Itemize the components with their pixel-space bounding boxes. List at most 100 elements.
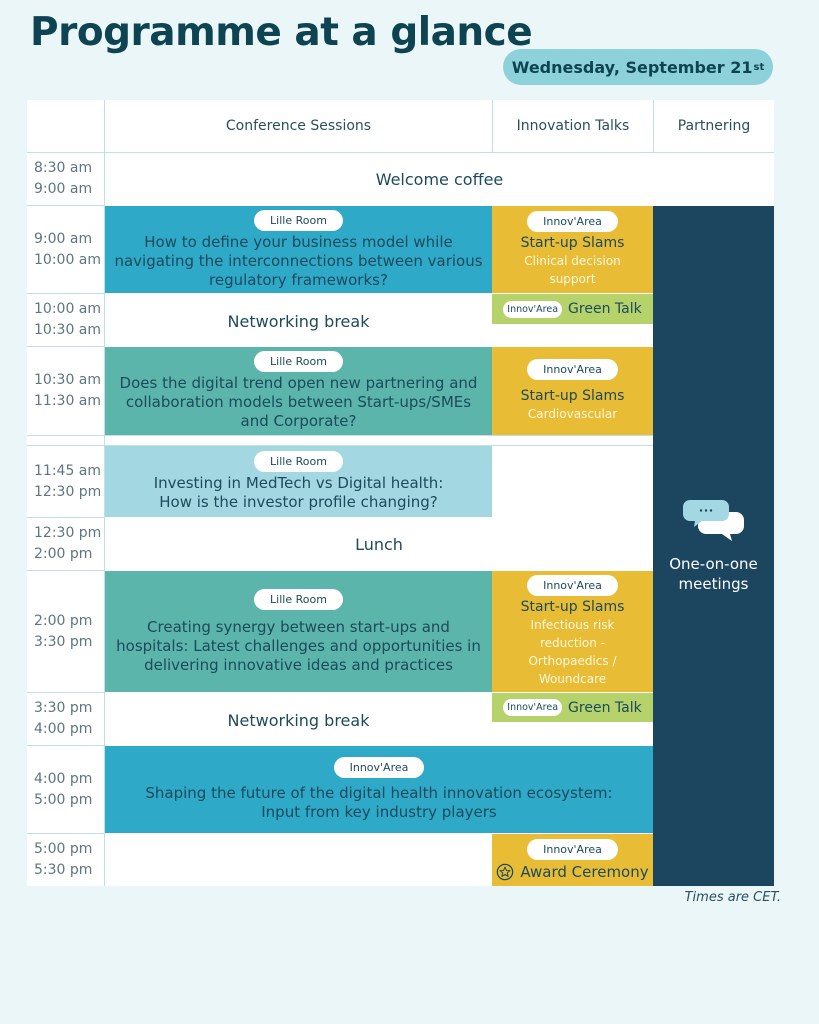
talk-subtitle: Clinical decision support xyxy=(524,252,621,288)
chat-bubbles-icon xyxy=(682,498,746,542)
session-title: Shaping the future of the digital health… xyxy=(137,784,620,822)
divider xyxy=(27,517,105,518)
session-title-line: How to define your business model while xyxy=(144,232,453,251)
time-end: 10:30 am xyxy=(34,322,102,338)
time-slot: 10:30 am 11:30 am xyxy=(27,347,104,435)
area-label: Innov'Area xyxy=(503,300,563,318)
time-start: 9:00 am xyxy=(34,230,93,247)
room-label: Lille Room xyxy=(254,209,343,231)
talk-card[interactable]: Innov'Area Start-up Slams Clinical decis… xyxy=(492,206,653,293)
session-title-line: Shaping the future of the digital health… xyxy=(145,784,613,802)
session-title-line: delivering innovative ideas and practice… xyxy=(144,655,453,674)
session-card[interactable]: Lille Room Investing in MedTech vs Digit… xyxy=(105,446,492,517)
column-header-conference: Conference Sessions xyxy=(225,118,372,134)
session-card[interactable]: Lille Room Creating synergy between star… xyxy=(105,571,492,692)
partnering-card[interactable]: One-on-one meetings xyxy=(653,206,774,886)
networking-break: Networking break xyxy=(227,311,370,331)
talk-title: Start-up Slams xyxy=(520,599,625,615)
session-title: Does the digital trend open new partneri… xyxy=(112,374,486,431)
session-title-line: hospitals: Latest challenges and opportu… xyxy=(116,636,481,655)
partnering-label-line: meetings xyxy=(678,575,749,593)
award-ceremony-card[interactable]: Innov'Area Award Ceremony xyxy=(492,834,653,886)
time-end: 11:30 am xyxy=(34,393,102,409)
talk-subtitle-line: Clinical decision xyxy=(524,254,621,268)
time-end: 2:00 pm xyxy=(34,546,93,562)
time-slot: 8:30 am 9:00 am xyxy=(27,153,104,205)
time-start: 5:00 pm xyxy=(34,841,93,857)
partnering-label-line: One-on-one xyxy=(669,555,758,573)
green-talk-label: Green Talk xyxy=(568,301,642,317)
divider xyxy=(27,293,105,294)
divider xyxy=(492,100,493,153)
session-title-line: collaboration models between Start-ups/S… xyxy=(125,393,472,411)
time-end: 9:00 am xyxy=(34,181,93,197)
time-start: 10:30 am xyxy=(34,372,102,388)
page-title: Programme at a glance xyxy=(30,10,533,55)
time-end: 12:30 pm xyxy=(34,483,102,500)
talk-title: Start-up Slams xyxy=(520,235,625,251)
divider xyxy=(104,100,105,886)
room-label: Lille Room xyxy=(254,351,343,372)
talk-subtitle: Cardiovascular xyxy=(528,405,617,423)
date-text: Wednesday, September 21 xyxy=(511,57,753,77)
talk-card[interactable]: Innov'Area Start-up Slams Infectious ris… xyxy=(492,571,653,692)
area-label: Innov'Area xyxy=(527,359,618,380)
area-label: Innov'Area xyxy=(527,839,618,860)
divider xyxy=(27,346,105,347)
partnering-label: One-on-one meetings xyxy=(669,554,758,594)
lunch: Lunch xyxy=(355,534,403,554)
session-title-line: regulatory frameworks? xyxy=(209,270,388,289)
time-end: 5:30 pm xyxy=(34,862,93,878)
divider xyxy=(27,152,774,153)
area-label: Innov'Area xyxy=(333,757,425,778)
talk-subtitle-line: Infectious risk xyxy=(530,618,615,632)
talk-card[interactable]: Innov'Area Start-up Slams Cardiovascular xyxy=(492,347,653,435)
time-start: 11:45 am xyxy=(34,462,102,479)
award-row: Award Ceremony xyxy=(496,863,649,881)
session-card[interactable]: Innov'Area Shaping the future of the dig… xyxy=(105,746,653,833)
session-title: Investing in MedTech vs Digital health: … xyxy=(146,474,452,512)
time-start: 3:30 pm xyxy=(34,700,93,716)
divider xyxy=(27,745,105,746)
time-start: 8:30 am xyxy=(34,160,93,176)
room-label: Lille Room xyxy=(254,588,343,610)
talk-subtitle: Infectious risk reduction - Orthopaedics… xyxy=(528,616,616,688)
talk-title: Start-up Slams xyxy=(520,388,625,404)
session-title-line: navigating the interconnections between … xyxy=(114,251,483,270)
green-talk-label: Green Talk xyxy=(568,699,642,716)
area-label: Innov'Area xyxy=(503,699,563,716)
time-end: 10:00 am xyxy=(34,251,102,268)
welcome-coffee: Welcome coffee xyxy=(375,169,504,189)
session-card[interactable]: Lille Room How to define your business m… xyxy=(105,206,492,293)
divider xyxy=(27,833,105,834)
talk-subtitle-line: reduction - xyxy=(539,636,605,650)
time-slot: 5:00 pm 5:30 pm xyxy=(27,834,104,886)
room-label: Lille Room xyxy=(254,451,343,472)
award-label: Award Ceremony xyxy=(520,863,649,881)
session-card[interactable]: Lille Room Does the digital trend open n… xyxy=(105,347,492,435)
session-title-line: and Corporate? xyxy=(240,412,357,430)
time-start: 4:00 pm xyxy=(34,770,93,787)
networking-break: Networking break xyxy=(227,710,370,730)
area-label: Innov'Area xyxy=(527,575,618,596)
green-talk-card[interactable]: Innov'Area Green Talk xyxy=(492,693,653,722)
session-title-line: How is the investor profile changing? xyxy=(159,493,438,511)
time-start: 12:30 pm xyxy=(34,525,102,541)
area-label: Innov'Area xyxy=(527,211,618,232)
talk-subtitle-line: support xyxy=(549,272,596,286)
divider xyxy=(653,100,654,153)
time-end: 5:00 pm xyxy=(34,791,93,808)
time-end: 3:30 pm xyxy=(34,633,93,650)
column-header-innovation: Innovation Talks xyxy=(516,118,630,134)
green-talk-card[interactable]: Innov'Area Green Talk xyxy=(492,294,653,324)
award-star-icon xyxy=(496,863,514,881)
talk-subtitle-line: Cardiovascular xyxy=(527,407,618,421)
session-title-line: Investing in MedTech vs Digital health: xyxy=(153,474,444,492)
divider xyxy=(27,445,653,446)
divider xyxy=(27,435,653,436)
time-start: 2:00 pm xyxy=(34,612,93,629)
divider xyxy=(27,205,105,206)
